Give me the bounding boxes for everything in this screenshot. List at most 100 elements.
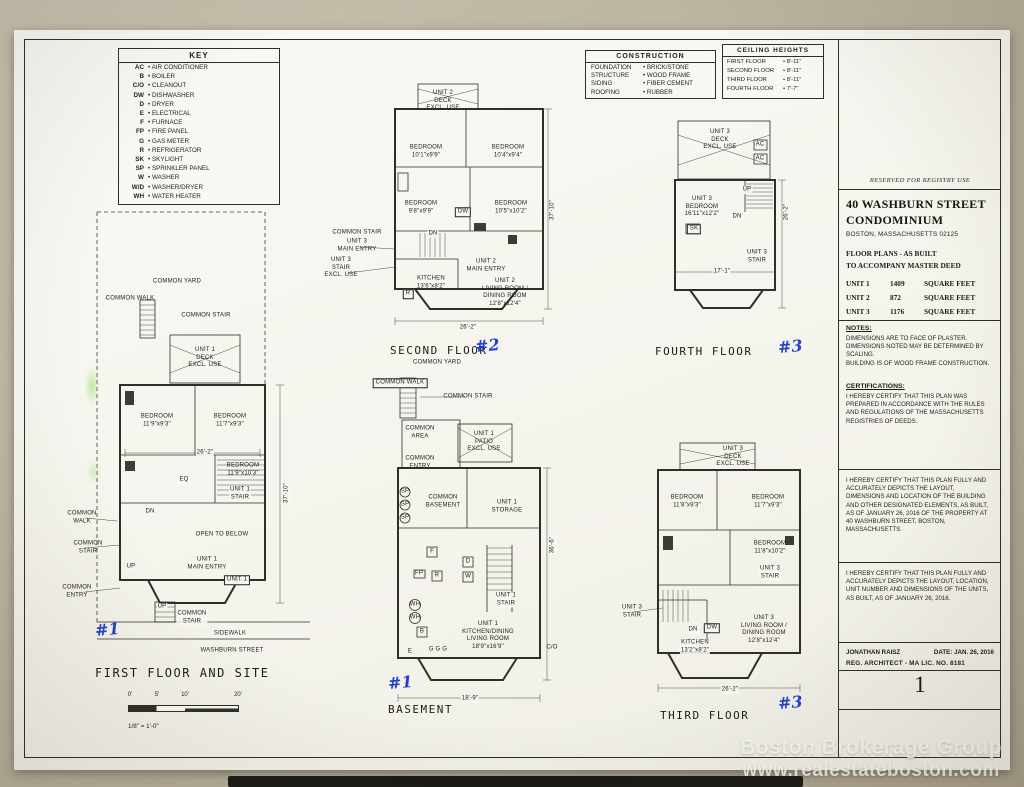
label-bedroom: BEDROOM 10'1"x9'9" [409, 144, 443, 159]
key-item: FFURNACE [119, 118, 279, 127]
label-unit3-stair: UNIT 3 STAIR EXCL. USE [324, 256, 358, 278]
key-item: EELECTRICAL [119, 109, 279, 118]
dimension-height: 36'-6" [549, 535, 557, 555]
scale-tick: 10' [181, 692, 189, 698]
label-common-area: COMMON AREA [405, 425, 435, 440]
label-furnace: F [430, 548, 434, 555]
key-item: DWDISHWASHER [119, 91, 279, 100]
certification-2: I HEREBY CERTIFY THAT THIS PLAN FULLY AN… [846, 477, 988, 534]
second-floor-drawing [347, 83, 552, 325]
label-down: DN [144, 508, 156, 516]
dimension-width: 26'-2" [720, 686, 740, 694]
label-street-name: WASHBURN STREET [200, 647, 264, 654]
key-item: WHWATER HEATER [119, 192, 279, 201]
caption-fourth-floor: FOURTH FLOOR [655, 345, 753, 358]
label-open-to-below: OPEN TO BELOW [195, 531, 249, 538]
label-down: DN [427, 230, 439, 238]
blueprint-sheet: KEY ACAIR CONDITIONER BBOILER C/OCLEANOU… [14, 30, 1010, 770]
label-washer: W [465, 573, 471, 580]
label-refrigerator: R [402, 289, 414, 299]
dimension-height: 37'-10" [283, 481, 291, 505]
label-boiler: B [419, 628, 425, 635]
label-bedroom: BEDROOM 10'5"x10'2" [494, 200, 528, 215]
label-up: UP [741, 186, 753, 194]
label-eq: EQ [178, 476, 190, 484]
architect-name: JONATHAN RAISZ [846, 649, 901, 656]
divider [839, 189, 1001, 190]
label-refrigerator: R [434, 572, 440, 579]
label-kitchen: KITCHEN 13'2"x8'2" [679, 639, 711, 655]
ceiling-height-item: FIRST FLOOR8'-11" [723, 57, 823, 66]
label-unit1-tag: UNIT 1 [223, 575, 251, 585]
dimension-width: 26'-2" [458, 324, 478, 332]
key-item: GGAS METER [119, 137, 279, 146]
label-common-stair: COMMON STAIR [73, 540, 103, 555]
label-bedroom: BEDROOM 9'8"x9'9" [404, 200, 438, 215]
scale-ticks: 0' 5' 10' 20' [128, 692, 242, 700]
label-bedroom: BEDROOM 11'9"x9'3" [140, 413, 174, 428]
project-title-line2: CONDOMINIUM [846, 213, 944, 227]
label-common-entry: COMMON ENTRY [62, 584, 92, 599]
construction-legend: CONSTRUCTION FOUNDATIONBRICK/STONE STRUC… [585, 50, 716, 99]
label-dishwasher: DW [703, 623, 721, 633]
label-skylight: SK [686, 224, 702, 234]
fourth-floor-drawing [674, 120, 786, 309]
label-common-stair: COMMON STAIR [332, 229, 382, 236]
divider [839, 709, 1001, 710]
dimension-height: 26'-2" [783, 202, 791, 222]
annotation-unit-1: #1 [387, 671, 414, 694]
construction-item: FOUNDATIONBRICK/STONE [586, 63, 715, 71]
dimension-width: 18'-9" [460, 695, 480, 703]
key-item: DDRYER [119, 100, 279, 109]
label-bedroom: BEDROOM 11'7"x9'3" [751, 494, 785, 509]
key-legend: KEY ACAIR CONDITIONER BBOILER C/OCLEANOU… [118, 48, 280, 205]
key-item: RREFRIGERATOR [119, 146, 279, 155]
d imension-mid: 26'-2" [195, 449, 215, 457]
dimension-height: 37'-10" [549, 198, 557, 222]
label-unit3-deck: UNIT 3 DECK EXCL. USE [703, 128, 737, 150]
scale-tick: 5' [154, 692, 160, 698]
label-unit1-stair: UNIT 1 STAIR [228, 486, 252, 502]
second-floor-plan: UNIT 2 DECK EXCL. USE BEDROOM 10'1"x9'9"… [320, 78, 590, 378]
notes-title: NOTES: [846, 325, 872, 332]
watermark-url: www.realestateboston.com [742, 760, 1000, 781]
label-bedroom: BEDROOM 11'9"x10'3" [226, 462, 260, 477]
label-unit1-main-entry: UNIT 1 MAIN ENTRY [187, 556, 227, 571]
key-item: WWASHER [119, 173, 279, 182]
caption-third-floor: THIRD FLOOR [660, 709, 750, 722]
ceiling-height-item: THIRD FLOOR8'-11" [723, 75, 823, 84]
label-common-stair: COMMON STAIR [176, 610, 208, 626]
project-title-line1: 40 WASHBURN STREET [846, 197, 986, 211]
first-floor-plan: COMMON YARD COMMON WALK COMMON STAIR UNI… [60, 205, 360, 765]
label-common-basement: COMMON BASEMENT [425, 494, 461, 509]
label-sprinkler-panel: SP [400, 501, 410, 508]
reserved-registry-note: RESERVED FOR REGISTRY USE [869, 177, 971, 184]
scale-note: 1/8" = 1'-0" [128, 723, 159, 730]
certification-3: I HEREBY CERTIFY THAT THIS PLAN FULLY AN… [846, 570, 989, 602]
label-common-stair: COMMON STAIR [443, 393, 493, 400]
label-air-conditioner: AC [755, 141, 765, 148]
label-common-walk: COMMON WALK [67, 510, 97, 525]
architect-license: REG. ARCHITECT - MA LIC. NO. 8181 [846, 660, 966, 667]
ceiling-height-item: SECOND FLOOR8'-11" [723, 66, 823, 75]
label-common-stair: COMMON STAIR [181, 312, 231, 319]
label-unit3-stair: UNIT 3 STAIR [621, 604, 643, 619]
label-unit3-bedroom: UNIT 3 BEDROOM 16'11"x12'2" [684, 195, 720, 217]
scale-bar-graphic [128, 705, 239, 712]
table-edge-shadow [228, 776, 803, 787]
label-common-walk: COMMON WALK [372, 378, 428, 388]
label-common-yard: COMMON YARD [153, 278, 201, 285]
green-highlighter-mark [84, 366, 100, 406]
watermark-name: Boston Brokerage Group [740, 736, 1002, 759]
label-unit1-kitchen: UNIT 1 KITCHEN/DINING LIVING ROOM 18'9"x… [462, 621, 514, 650]
label-water-heater: WH [409, 614, 421, 621]
label-dishwasher: DW [454, 207, 472, 217]
key-item: SKSKYLIGHT [119, 155, 279, 164]
sheet-border [24, 39, 1001, 758]
key-item: ACAIR CONDITIONER [119, 63, 279, 72]
label-fire-panel: FP [414, 570, 424, 577]
divider [839, 320, 1001, 321]
label-water-heater: WH [409, 601, 421, 608]
